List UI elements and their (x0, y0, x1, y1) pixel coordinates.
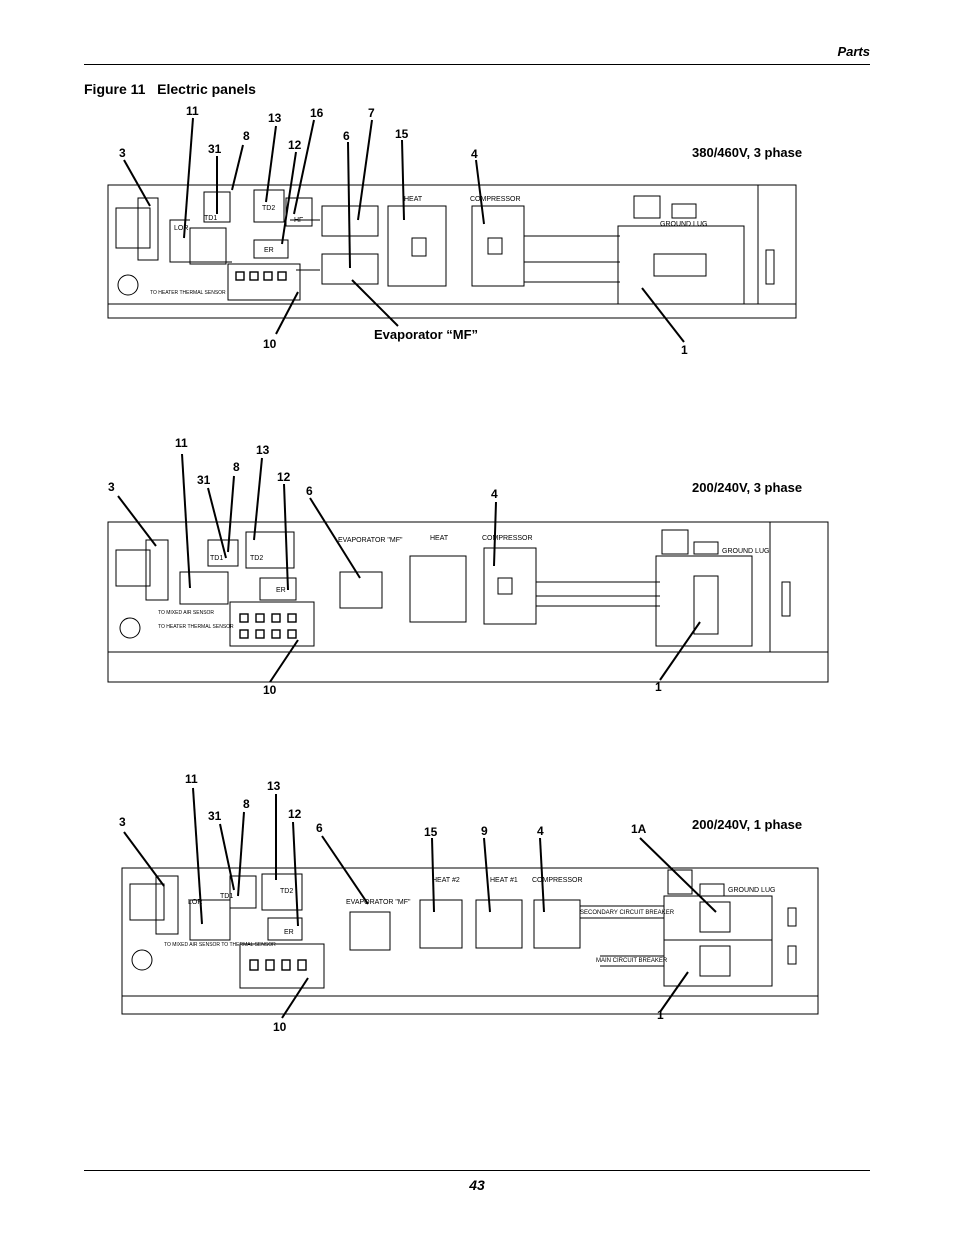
figure-caption: Electric panels (157, 81, 256, 97)
callout-10: 10 (273, 1020, 287, 1034)
hf-label: HF (294, 217, 303, 224)
callout-10: 10 (263, 337, 277, 351)
voltage-label: 380/460V, 3 phase (692, 145, 803, 160)
callout-15: 15 (424, 825, 438, 839)
header-rule (84, 64, 870, 65)
td1-label: TD1 (210, 555, 223, 562)
section-name: Parts (837, 44, 870, 59)
voltage-label: 200/240V, 3 phase (692, 480, 803, 495)
callout-1: 1 (657, 1008, 664, 1022)
lor-label: LOR (174, 225, 188, 232)
sensor2-label: TO HEATER THERMAL SENSOR (158, 624, 234, 630)
callout-3: 3 (119, 146, 126, 160)
callout-31: 31 (208, 809, 222, 823)
sensor-label: TO HEATER THERMAL SENSOR (150, 290, 226, 296)
sensor-label: TO MIXED AIR SENSOR TO THERMAL SENSOR (164, 942, 276, 948)
callout-8: 8 (243, 797, 250, 811)
callout-3: 3 (119, 815, 126, 829)
callout-12: 12 (288, 807, 302, 821)
er-label: ER (264, 247, 274, 254)
callout-4: 4 (537, 824, 544, 838)
callout-15: 15 (395, 127, 409, 141)
callout-11: 11 (175, 436, 188, 450)
callout-31: 31 (197, 473, 211, 487)
callout-8: 8 (233, 460, 240, 474)
secondary-breaker-label: SECONDARY CIRCUIT BREAKER (580, 910, 675, 916)
callout-4: 4 (491, 487, 498, 501)
evaporator-label: EVAPORATOR "MF" (338, 537, 403, 544)
figure-number: Figure 11 (84, 81, 146, 97)
sensor1-label: TO MIXED AIR SENSOR (158, 610, 214, 616)
lor-label: LOR (188, 899, 202, 906)
heat2-label: HEAT #2 (432, 877, 460, 884)
er-label: ER (284, 929, 294, 936)
main-breaker-label: MAIN CIRCUIT BREAKER (596, 958, 668, 964)
callout-3: 3 (108, 480, 115, 494)
callout-10: 10 (263, 683, 277, 697)
callout-1: 1 (681, 343, 688, 357)
compressor-label: COMPRESSOR (482, 535, 533, 542)
callout-7: 7 (368, 106, 375, 120)
compressor-label: COMPRESSOR (532, 877, 583, 884)
callout-1a: 1A (631, 822, 647, 836)
heat1-label: HEAT #1 (490, 877, 518, 884)
heat-label: HEAT (404, 196, 423, 203)
callout-8: 8 (243, 129, 250, 143)
ground-lug-label: GROUND LUG (728, 887, 775, 894)
td2-label: TD2 (280, 888, 293, 895)
figure-title: Figure 11 Electric panels (84, 81, 256, 97)
td1-label: TD1 (220, 893, 233, 900)
callout-12: 12 (288, 138, 302, 152)
callout-31: 31 (208, 142, 222, 156)
callout-12: 12 (277, 470, 291, 484)
callout-11: 11 (185, 772, 198, 786)
callout-16: 16 (310, 106, 324, 120)
callout-11: 11 (186, 104, 199, 118)
callout-13: 13 (268, 111, 282, 125)
footer-rule (84, 1170, 870, 1171)
compressor-label: COMPRESSOR (470, 196, 521, 203)
callout-6: 6 (343, 129, 350, 143)
callout-1: 1 (655, 680, 662, 694)
page-number: 43 (469, 1177, 485, 1193)
callout-9: 9 (481, 824, 488, 838)
ground-lug-label: GROUND LUG (660, 221, 707, 228)
voltage-label: 200/240V, 1 phase (692, 817, 803, 832)
callout-6: 6 (316, 821, 323, 835)
callout-13: 13 (256, 443, 270, 457)
td1-label: TD1 (204, 215, 217, 222)
callout-6: 6 (306, 484, 313, 498)
evaporator-caption: Evaporator “MF” (374, 327, 479, 342)
callout-13: 13 (267, 779, 281, 793)
callout-4: 4 (471, 147, 478, 161)
ground-lug-label: GROUND LUG (722, 548, 769, 555)
td2-label: TD2 (262, 205, 275, 212)
er-label: ER (276, 587, 286, 594)
evaporator-label: EVAPORATOR "MF" (346, 899, 411, 906)
td2-label: TD2 (250, 555, 263, 562)
heat-label: HEAT (430, 535, 449, 542)
